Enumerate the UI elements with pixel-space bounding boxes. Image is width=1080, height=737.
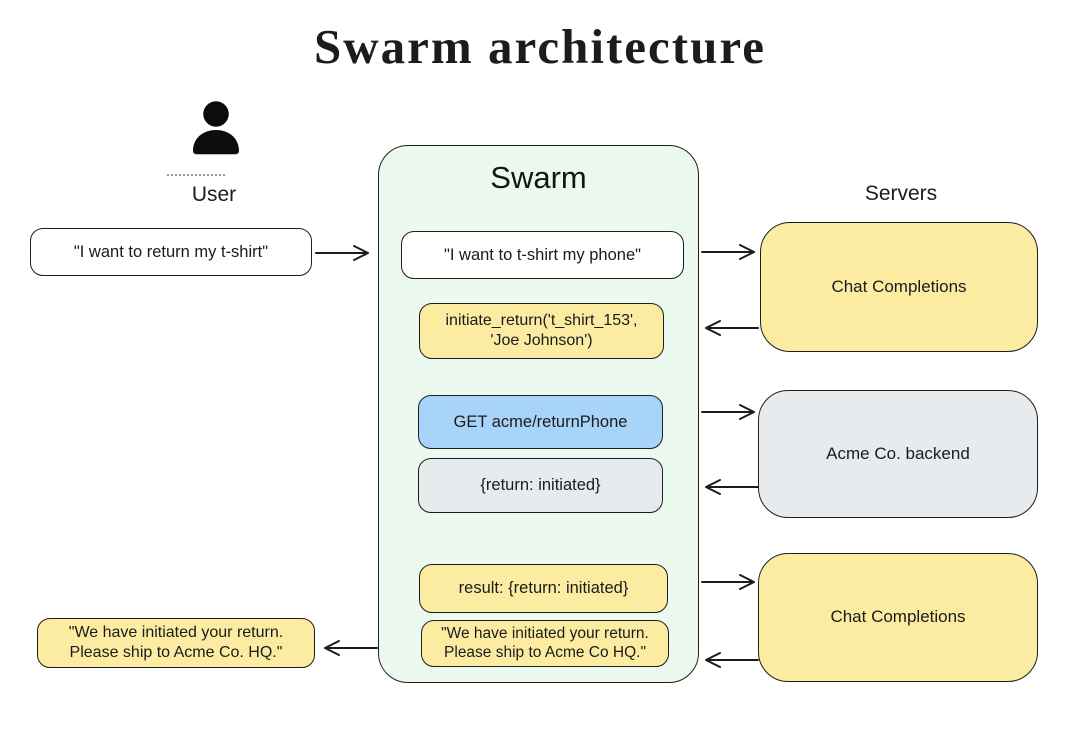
user-reply-box: "We have initiated your return. Please s… bbox=[37, 618, 315, 668]
person-icon-baseline bbox=[167, 174, 225, 176]
swarm-title: Swarm bbox=[490, 160, 587, 195]
arrow-chat-top-to-swarm-icon bbox=[705, 320, 759, 336]
arrow-swarm-to-user-icon bbox=[324, 640, 378, 656]
diagram-title: Swarm architecture bbox=[314, 19, 766, 74]
acme-backend-box: Acme Co. backend bbox=[758, 390, 1038, 518]
arrow-user-to-swarm-icon bbox=[315, 245, 369, 261]
api-request-box: GET acme/returnPhone bbox=[418, 395, 663, 449]
swarm-input-message-box: "I want to t-shirt my phone" bbox=[401, 231, 684, 279]
arrow-chat-bottom-to-swarm-icon bbox=[705, 652, 759, 668]
chat-completions-top-box: Chat Completions bbox=[760, 222, 1038, 352]
servers-label: Servers bbox=[864, 182, 938, 205]
tool-result-box: result: {return: initiated} bbox=[419, 564, 668, 613]
arrow-acme-to-swarm-icon bbox=[705, 479, 759, 495]
arrow-swarm-to-chat-top-icon bbox=[701, 244, 755, 260]
tool-call-box: initiate_return('t_shirt_153', 'Joe John… bbox=[419, 303, 664, 359]
arrow-swarm-to-acme-icon bbox=[701, 404, 755, 420]
assistant-reply-box: "We have initiated your return. Please s… bbox=[421, 620, 669, 667]
user-label: User bbox=[191, 183, 237, 206]
swarm-container: Swarm "I want to t-shirt my phone" initi… bbox=[378, 145, 699, 683]
api-response-box: {return: initiated} bbox=[418, 458, 663, 513]
chat-completions-bottom-box: Chat Completions bbox=[758, 553, 1038, 682]
person-icon bbox=[193, 101, 239, 155]
user-message-box: "I want to return my t-shirt" bbox=[30, 228, 312, 276]
arrow-swarm-to-chat-bottom-icon bbox=[701, 574, 755, 590]
